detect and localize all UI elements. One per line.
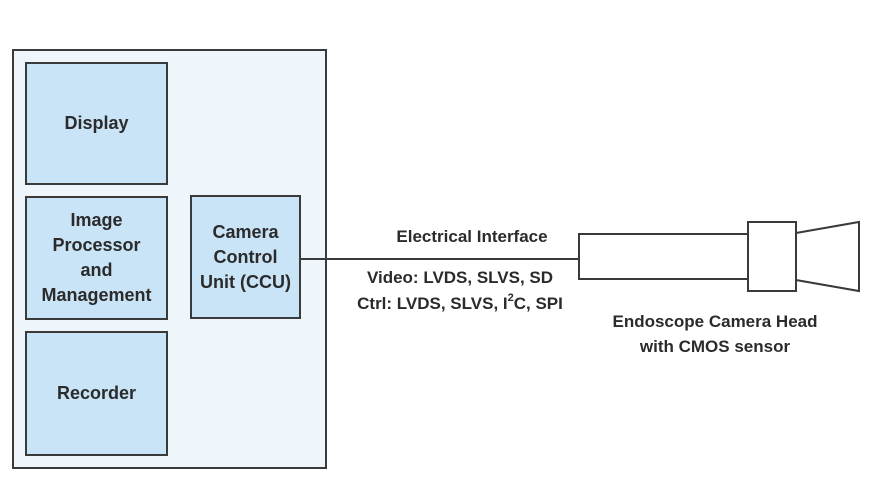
video-protocols: Video: LVDS, SLVS, SD [366,268,554,287]
ctrl-prefix: Ctrl: LVDS, SLVS, I [357,294,508,313]
interface-title: Electrical Interface [396,227,548,246]
ctrl-suffix: C, SPI [513,294,563,313]
control-protocols: Ctrl: LVDS, SLVS, I2C, SPI [340,292,580,314]
ccu-block: Camera Control Unit (CCU) [190,195,301,319]
ccu-label: Camera Control Unit (CCU) [200,221,291,292]
camera-housing [747,221,797,292]
display-label: Display [64,113,129,133]
camera-body [578,233,749,280]
image-processor-block: Image Processor and Management [25,196,168,320]
camera-head-icon [578,220,860,293]
image-processor-label: Image Processor and Management [41,210,152,305]
camera-lens [795,220,860,293]
camera-caption-line2: with CMOS sensor [639,337,791,356]
camera-head-caption: Endoscope Camera Head with CMOS sensor [580,309,850,359]
ctrl-superscript: 2 [507,292,514,305]
recorder-block: Recorder [25,331,168,456]
camera-caption-line1: Endoscope Camera Head [612,312,818,331]
recorder-label: Recorder [56,383,137,403]
display-block: Display [25,62,168,185]
